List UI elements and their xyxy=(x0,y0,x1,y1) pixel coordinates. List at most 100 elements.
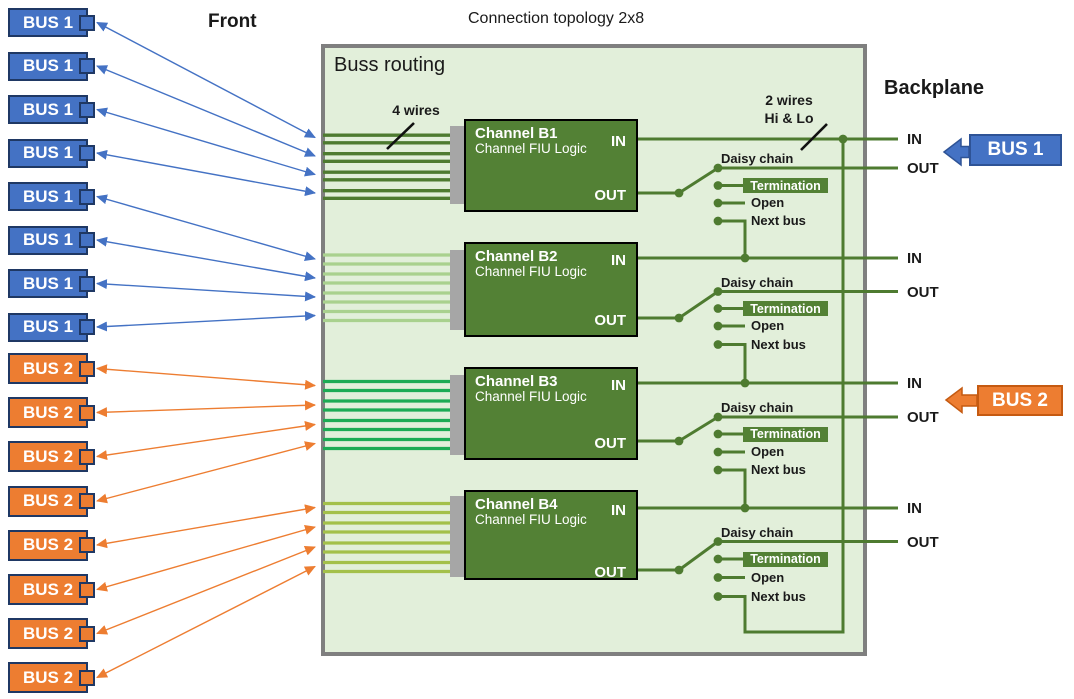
termination-box-b2: Termination xyxy=(743,301,828,316)
channel-subtitle: Channel FIU Logic xyxy=(475,141,587,156)
channel-subtitle: Channel FIU Logic xyxy=(475,512,587,527)
bus-port-connector xyxy=(79,14,95,31)
bus-port-label: BUS 1 xyxy=(22,56,74,75)
channel-name: Channel B2 xyxy=(475,248,558,265)
front-bus2-port-1: BUS 2 xyxy=(8,353,95,384)
next-bus-label-b4: Next bus xyxy=(751,588,806,604)
backplane-in-4: IN xyxy=(907,500,922,517)
bus-port-connector xyxy=(79,625,95,642)
bus-port-label: BUS 1 xyxy=(22,99,74,119)
channel-out-port: OUT xyxy=(594,187,626,204)
front-bus1-port-7: BUS 1 xyxy=(8,269,95,298)
open-label-b4: Open xyxy=(751,569,785,585)
channel-in-port: IN xyxy=(611,502,626,519)
bus1-fan-arrows xyxy=(96,21,316,332)
four-wires-label: 4 wires xyxy=(392,102,440,118)
front-bus1-port-6: BUS 1 xyxy=(8,225,95,255)
bus-port-label: BUS 1 xyxy=(22,12,74,32)
backplane-in-3: IN xyxy=(907,375,922,392)
circuit-junction-dots xyxy=(674,134,848,601)
bus-port-label: BUS 1 xyxy=(22,273,74,293)
bus-port-connector xyxy=(79,275,95,292)
channel-out-port: OUT xyxy=(594,312,626,329)
bus-port-label: BUS 2 xyxy=(22,491,74,510)
bus2-callout-arrow xyxy=(944,386,978,415)
channel-b4-wires xyxy=(323,501,455,574)
channel-b2-box: Channel B2 Channel FIU Logic IN OUT xyxy=(464,242,638,337)
bus-port-connector xyxy=(79,537,95,553)
backplane-bus2-callout: BUS 2 xyxy=(977,385,1063,416)
channel-b1-wires xyxy=(323,133,455,201)
daisy-chain-label-b4: Daisy chain xyxy=(721,524,794,540)
front-label: Front xyxy=(208,11,257,32)
channel-b1-connector-strip xyxy=(450,126,465,204)
next-bus-label-b1: Next bus xyxy=(751,213,806,228)
backplane-label: Backplane xyxy=(884,77,985,99)
front-bus1-port-1: BUS 1 xyxy=(8,8,95,37)
open-label-b1: Open xyxy=(751,195,785,210)
channel-out-port: OUT xyxy=(594,435,626,452)
bus-port-label: BUS 2 xyxy=(22,402,74,422)
daisy-chain-label-b1: Daisy chain xyxy=(721,151,794,166)
channel-b1-box: Channel B1 Channel FIU Logic IN OUT xyxy=(464,119,638,212)
termination-box-b3: Termination xyxy=(743,426,828,442)
front-bus2-port-3: BUS 2 xyxy=(8,441,95,472)
channel-b4-connector-strip xyxy=(450,496,465,577)
daisy-chain-label-b3: Daisy chain xyxy=(721,400,794,415)
bus2-fan-arrows xyxy=(96,364,316,679)
front-bus2-port-2: BUS 2 xyxy=(8,397,95,428)
bus-port-connector xyxy=(79,58,95,74)
buss-routing-label: Buss routing xyxy=(334,54,446,76)
bus-port-connector xyxy=(79,669,95,686)
channel-subtitle: Channel FIU Logic xyxy=(475,264,587,279)
backplane-out-1: OUT xyxy=(907,160,939,177)
channel-out-port: OUT xyxy=(594,564,626,581)
open-label-b3: Open xyxy=(751,444,785,459)
front-bus2-port-6: BUS 2 xyxy=(8,574,95,605)
channel-b3-box: Channel B3 Channel FIU Logic IN OUT xyxy=(464,367,638,460)
bus-port-label: BUS 2 xyxy=(22,535,74,554)
bus-port-label: BUS 2 xyxy=(22,667,74,687)
channel-b2-connector-strip xyxy=(450,250,465,330)
backplane-out-4: OUT xyxy=(907,533,939,551)
front-bus1-port-8: BUS 1 xyxy=(8,312,95,342)
backplane-out-3: OUT xyxy=(907,409,939,426)
bus-port-connector xyxy=(79,232,95,248)
bus-port-label: BUS 2 xyxy=(22,358,74,378)
bus-port-connector xyxy=(79,493,95,509)
bus-port-connector xyxy=(79,360,95,377)
channel-b3-wires xyxy=(323,379,455,451)
backplane-bus1-callout: BUS 1 xyxy=(969,134,1062,166)
bus-port-connector xyxy=(79,145,95,161)
channel-subtitle: Channel FIU Logic xyxy=(475,389,587,404)
two-wires-label: 2 wires Hi & Lo xyxy=(744,91,834,127)
front-bus2-port-5: BUS 2 xyxy=(8,529,95,561)
page-title: Connection topology 2x8 xyxy=(468,10,645,27)
bus-port-connector xyxy=(79,188,95,205)
channel-b4-box: Channel B4 Channel FIU Logic IN OUT xyxy=(464,490,638,581)
next-bus-label-b3: Next bus xyxy=(751,462,806,477)
channel-name: Channel B4 xyxy=(475,496,558,513)
front-bus1-port-4: BUS 1 xyxy=(8,138,95,168)
backplane-in-1: IN xyxy=(907,131,922,148)
bus-port-label: BUS 1 xyxy=(22,186,74,206)
circuit-lines xyxy=(638,137,898,634)
bus-port-label: BUS 2 xyxy=(22,579,74,599)
backplane-in-2: IN xyxy=(907,250,922,267)
bus-port-connector xyxy=(79,448,95,465)
bus-port-label: BUS 1 xyxy=(22,317,74,336)
two-wires-line1: 2 wires xyxy=(765,92,813,108)
channel-in-port: IN xyxy=(611,252,626,269)
termination-box-b4: Termination xyxy=(743,551,828,567)
channel-name: Channel B3 xyxy=(475,373,558,390)
channel-in-port: IN xyxy=(611,377,626,394)
bus-port-label: BUS 2 xyxy=(22,623,74,643)
bus-port-connector xyxy=(79,404,95,421)
channel-b2-wires xyxy=(323,253,455,323)
front-bus1-port-2: BUS 1 xyxy=(8,51,95,81)
bus-port-connector xyxy=(79,581,95,598)
bus1-callout-arrow xyxy=(942,137,970,167)
channel-b3-connector-strip xyxy=(450,375,465,455)
